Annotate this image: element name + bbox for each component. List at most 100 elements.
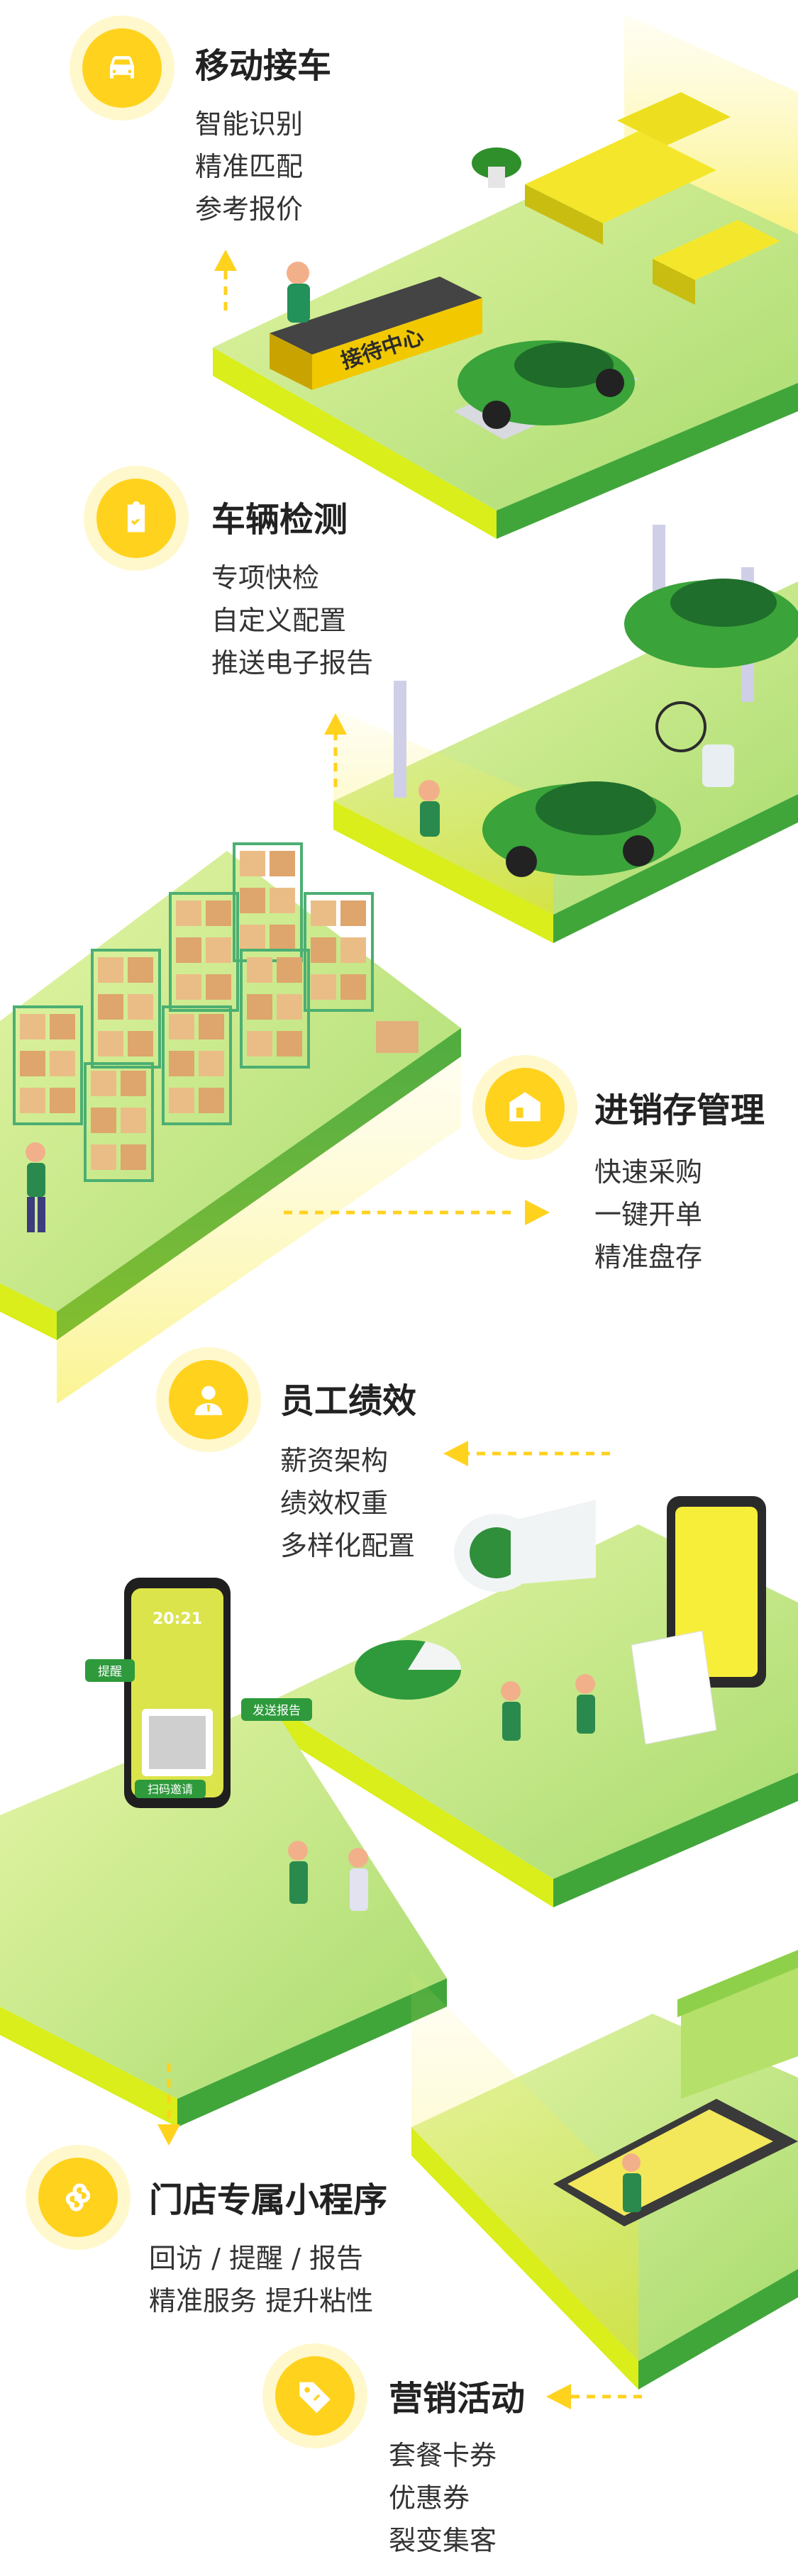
feature-items: 回访 / 提醒 / 报告 精准服务 提升粘性 [149,2237,373,2322]
phone-time: 20:21 [153,1610,202,1628]
feature-item: 精准匹配 [195,151,304,182]
cargo-box [270,888,295,913]
shelf-unit [304,892,374,1012]
feature-item: 精准盘存 [594,1242,703,1273]
feature-item: 一键开单 [594,1199,703,1230]
feature-item: 多样化配置 [280,1530,416,1561]
feature-item: 推送电子报告 [211,647,374,679]
feature-title: 营销活动 [389,2379,526,2419]
cargo-box [277,1031,302,1056]
cargo-box [91,1144,116,1170]
cargo-box [340,901,366,926]
shelf-unit [169,892,239,1012]
cargo-box [206,974,231,1000]
feature-item: 智能识别 [195,108,304,140]
warehouse-shelves [13,842,374,1182]
cargo-box [50,1014,75,1039]
cargo-box [240,888,265,913]
cargo-box [270,925,295,950]
cargo-box [91,1108,116,1133]
cargo-box [121,1144,146,1170]
feature-item: 薪资架构 [280,1445,389,1476]
cargo-box [199,1051,224,1076]
reminder-badge: 提醒 [98,1665,122,1679]
cargo-box [91,1071,116,1096]
cargo-box [169,1014,194,1039]
cargo-box [240,925,265,950]
cargo-box [121,1071,146,1096]
platform-staff: 20:21 提醒 发送报告 扫码邀请 [0,1496,798,2127]
cargo-box [50,1088,75,1113]
feature-item: 快速采购 [594,1156,703,1188]
shelf-unit [91,949,161,1069]
cargo-box [128,957,153,983]
cargo-box [50,1051,75,1076]
feature-item: 精准服务 提升粘性 [149,2285,374,2316]
cargo-box [20,1051,45,1076]
shelf-unit [13,1005,83,1125]
cargo-box [169,1051,194,1076]
arrow-heads [157,250,571,2409]
scan-invite-badge: 扫码邀请 [148,1783,193,1796]
feature-items: 智能识别 精准匹配 参考报价 [195,103,303,230]
cargo-box [206,901,231,926]
feature-item: 专项快检 [211,562,320,593]
cargo-box [311,937,336,963]
feature-items: 套餐卡券 优惠券 裂变集客 [389,2434,497,2562]
tag-icon [262,2343,367,2448]
cargo-box [206,937,231,963]
cargo-box [176,901,201,926]
feature-items: 薪资架构 绩效权重 多样化配置 [280,1439,415,1567]
cargo-box [169,1088,194,1113]
car-icon [70,16,174,121]
platform-reception: 接待中心 [213,14,798,539]
cargo-box [98,994,123,1020]
cargo-box [240,851,265,876]
shelf-unit [162,1005,232,1125]
shelf-unit [240,949,310,1069]
warehouse-icon [472,1055,577,1160]
feature-item: 回访 / 提醒 / 报告 [149,2243,363,2274]
cargo-box [98,1031,123,1056]
cargo-box [176,974,201,1000]
cargo-box [20,1088,45,1113]
feature-items: 快速采购 一键开单 精准盘存 [594,1151,702,1278]
feature-items: 专项快检 自定义配置 推送电子报告 [211,557,373,684]
feature-item: 参考报价 [195,194,304,225]
employee-icon [156,1347,261,1452]
platform-warehouse [0,842,461,1404]
cargo-box [277,994,302,1020]
feature-item: 优惠券 [389,2482,470,2514]
feature-title: 车辆检测 [211,500,348,540]
cargo-box [20,1014,45,1039]
feature-title: 门店专属小程序 [149,2180,388,2220]
shelf-unit [84,1062,154,1182]
cargo-box [98,957,123,983]
cargo-box [247,957,272,983]
platform-marketing [411,1950,798,2390]
cargo-box [247,1031,272,1056]
cargo-box [128,994,153,1020]
cargo-box [340,937,366,963]
cargo-box [199,1088,224,1113]
send-report-badge: 发送报告 [253,1704,301,1718]
cargo-box [176,937,201,963]
platform-inspection [333,525,798,943]
mini-program-icon [26,2145,131,2250]
feature-title: 移动接车 [195,46,332,86]
feature-item: 自定义配置 [211,605,347,636]
cargo-box [121,1108,146,1133]
cargo-box [199,1014,224,1039]
cargo-box [277,957,302,983]
feature-item: 裂变集客 [389,2525,497,2556]
clipboard-icon [84,466,189,571]
feature-item: 绩效权重 [280,1488,389,1519]
cargo-box [270,851,295,876]
feature-title: 进销存管理 [594,1091,765,1130]
cargo-box [311,974,336,1000]
cargo-box [247,994,272,1020]
cargo-box [311,901,336,926]
feature-title: 员工绩效 [280,1381,417,1421]
